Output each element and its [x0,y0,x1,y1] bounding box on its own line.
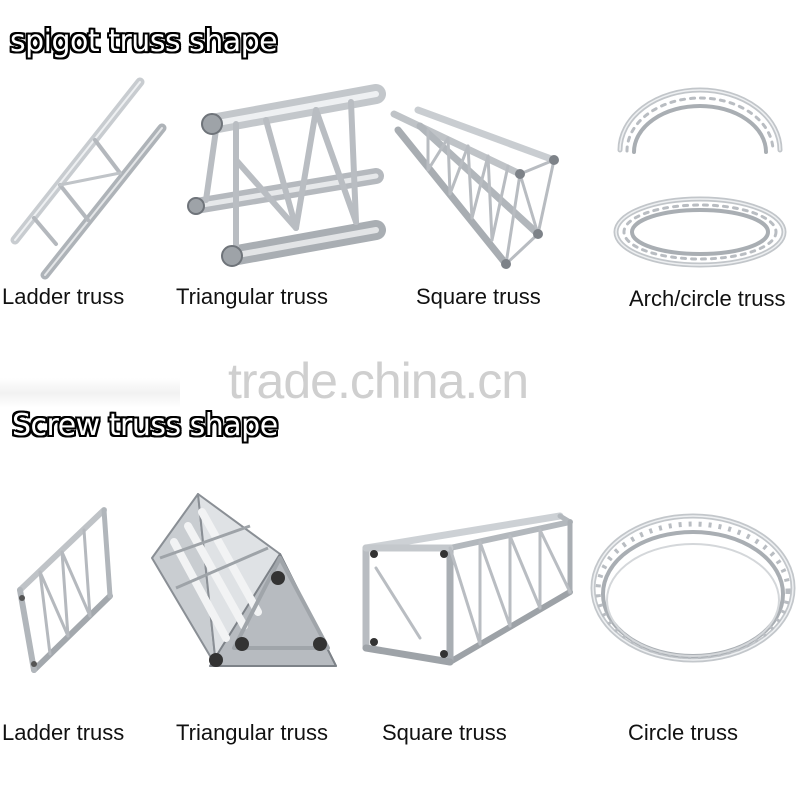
screw-circle-truss: Circle truss [588,504,798,760]
label-spigot-square: Square truss [416,284,541,309]
label-spigot-ladder: Ladder truss [2,284,125,309]
spigot-triangular-truss: Triangular truss [176,80,386,310]
spigot-arch-circle-truss: Arch/circle truss [600,82,800,311]
screw-square-truss: Square truss [360,508,580,760]
watermark-smear [0,378,180,408]
section-title-screw: Screw truss shape [12,408,278,443]
arch-circle-truss-icon [613,87,787,268]
screw-ladder-truss: Ladder truss [0,500,170,760]
square-truss-icon [390,106,559,269]
label-spigot-arch-circle: Arch/circle truss [629,286,786,311]
label-screw-circle: Circle truss [628,720,739,745]
ladder-truss-icon [17,507,113,673]
label-screw-triangular: Triangular truss [176,720,329,745]
ladder-truss-icon [10,77,167,280]
section-title-spigot: spigot truss shape [10,24,278,59]
label-screw-ladder: Ladder truss [2,720,125,745]
spigot-ladder-truss: Ladder truss [0,60,180,310]
circle-truss-icon [590,513,796,663]
label-screw-square: Square truss [382,720,507,745]
watermark-text: trade.china.cn [228,353,529,409]
spigot-square-truss: Square truss [388,100,568,310]
screw-triangular-truss: Triangular truss [140,488,350,760]
triangular-truss-icon [187,84,386,267]
square-truss-icon [362,512,573,666]
triangular-truss-icon [151,493,337,667]
label-spigot-triangular: Triangular truss [176,284,329,309]
